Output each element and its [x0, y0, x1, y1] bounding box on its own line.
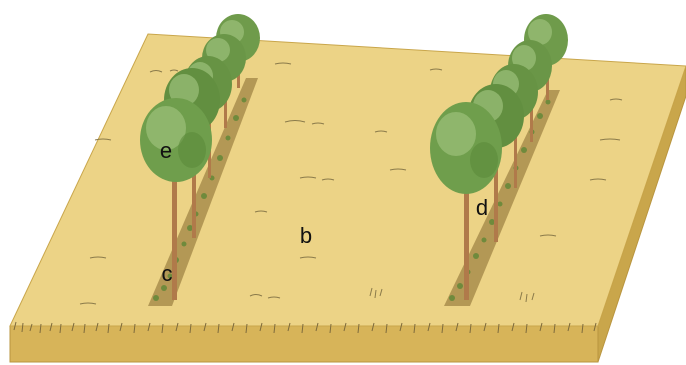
label-b: b [300, 225, 312, 247]
field-front-side [10, 326, 598, 362]
label-e: e [160, 140, 172, 162]
field-top-surface [10, 34, 686, 326]
label-d: d [476, 197, 488, 219]
label-c: c [162, 263, 173, 285]
